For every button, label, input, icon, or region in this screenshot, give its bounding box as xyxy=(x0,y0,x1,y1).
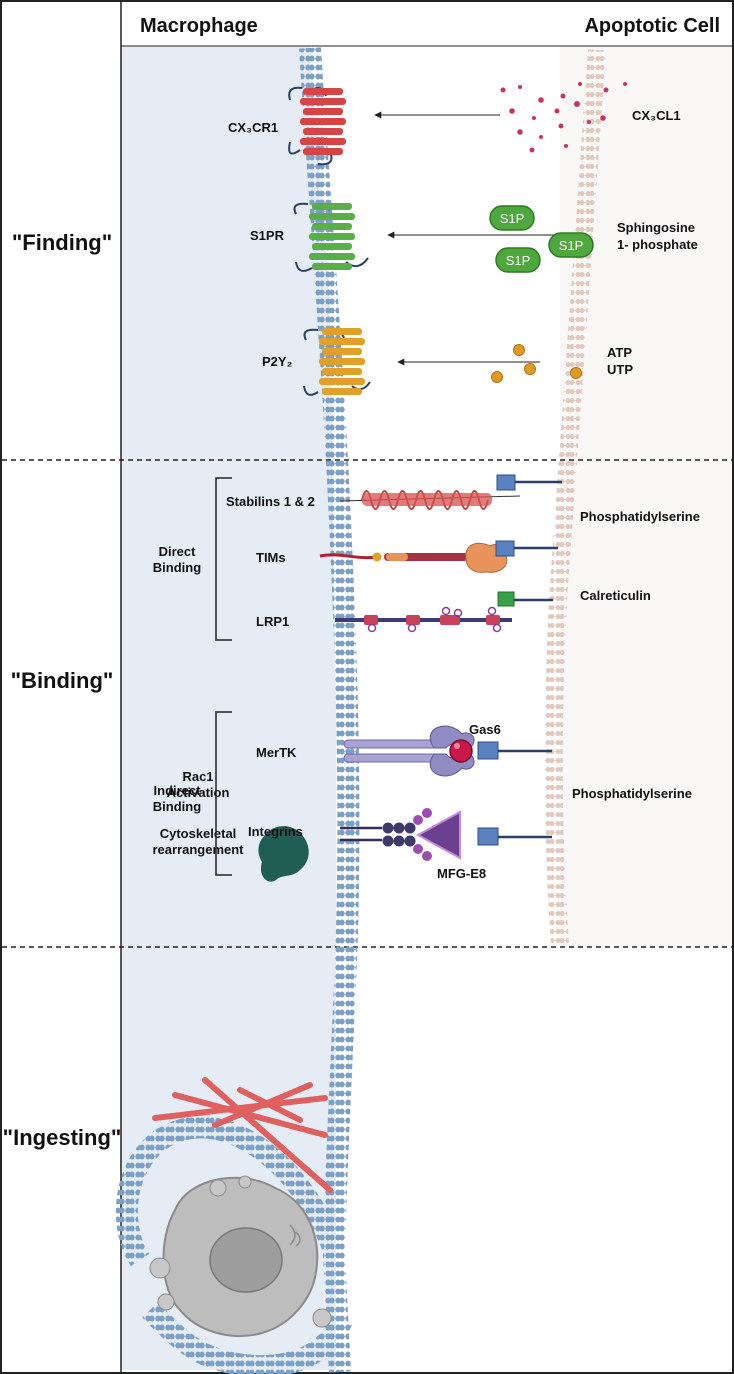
macrophage-header: Macrophage xyxy=(140,15,258,37)
direct-binding-label-line2: Binding xyxy=(153,560,201,575)
svg-text:S1P: S1P xyxy=(559,238,584,253)
cx3cr1-label: CX₃CR1 xyxy=(228,120,278,135)
calreticulin-head xyxy=(497,591,515,607)
cyto-label-line1: Cytoskeletal xyxy=(160,826,237,841)
ps-label-bottom: Phosphatidylserine xyxy=(572,786,692,801)
ps-head-integrins xyxy=(477,827,499,846)
sphingosine-label-line2: 1- phosphate xyxy=(617,237,698,252)
s1pr-receptor xyxy=(293,202,369,272)
ps-label-top: Phosphatidylserine xyxy=(580,509,700,524)
ps-head-tims xyxy=(495,540,515,557)
phagocytic-cup-upper xyxy=(115,1116,345,1267)
gas6-label: Gas6 xyxy=(469,722,501,737)
mfge8-ligand xyxy=(415,810,461,860)
engulfed-apoptotic-body xyxy=(149,1175,332,1337)
mfge8-label: MFG-E8 xyxy=(437,866,486,881)
gas6-ligand xyxy=(449,739,473,763)
atp-label: ATP xyxy=(607,345,632,360)
lrp1-receptor xyxy=(335,606,512,633)
s1p-pill-2: S1P xyxy=(548,232,594,258)
s1pr-label: S1PR xyxy=(250,228,285,243)
utp-label: UTP xyxy=(607,362,633,377)
ps-head-mertk xyxy=(477,741,499,760)
integrins-label: Integrins xyxy=(248,824,303,839)
p2y2-receptor xyxy=(303,328,371,396)
rac1-label-line1: Rac1 xyxy=(182,769,213,784)
macrophage-cytoplasm xyxy=(121,46,336,1370)
svg-text:S1P: S1P xyxy=(506,253,531,268)
rac1-icon xyxy=(258,826,309,882)
stage-ingesting-label: "Ingesting" xyxy=(3,1125,122,1150)
p2y2-label: P2Y₂ xyxy=(262,354,293,369)
indirect-binding-label-line2: Binding xyxy=(153,799,201,814)
rac1-label-line2: Activation xyxy=(167,785,230,800)
actin-filaments xyxy=(152,1077,333,1193)
stabilins-receptor xyxy=(339,490,521,510)
stage-binding-label: "Binding" xyxy=(11,668,114,693)
direct-binding-bracket xyxy=(215,477,232,641)
cx3cl1-particles xyxy=(500,82,627,153)
indirect-binding-bracket xyxy=(215,711,232,876)
gas6-highlight xyxy=(454,743,460,749)
cx3cl1-label: CX₃CL1 xyxy=(632,108,681,123)
lrp1-label: LRP1 xyxy=(256,614,289,629)
direct-binding-label-line1: Direct xyxy=(159,544,197,559)
mertk-label: MerTK xyxy=(256,745,297,760)
cx3cr1-receptor xyxy=(288,86,346,166)
ps-head-stabilins xyxy=(496,474,516,491)
atp-particles xyxy=(491,344,582,383)
tims-label: TIMs xyxy=(256,550,286,565)
s1p-pill-1: S1P xyxy=(489,205,535,231)
apoptotic-cell-header: Apoptotic Cell xyxy=(584,15,720,37)
mertk-receptor xyxy=(343,725,475,777)
s1p-pill-3: S1P xyxy=(495,247,541,273)
stabilins-label: Stabilins 1 & 2 xyxy=(226,494,315,509)
sphingosine-label-line1: Sphingosine xyxy=(617,220,695,235)
svg-text:S1P: S1P xyxy=(500,211,525,226)
calreticulin-label: Calreticulin xyxy=(580,588,651,603)
cyto-label-line2: rearrangement xyxy=(152,842,244,857)
apoptotic-membrane xyxy=(544,49,606,946)
phagocytic-cup-lower xyxy=(142,1302,353,1374)
indirect-binding-label-line1: Indirect xyxy=(154,783,202,798)
integrins-receptor xyxy=(340,808,432,861)
stage-finding-label: "Finding" xyxy=(12,230,112,255)
